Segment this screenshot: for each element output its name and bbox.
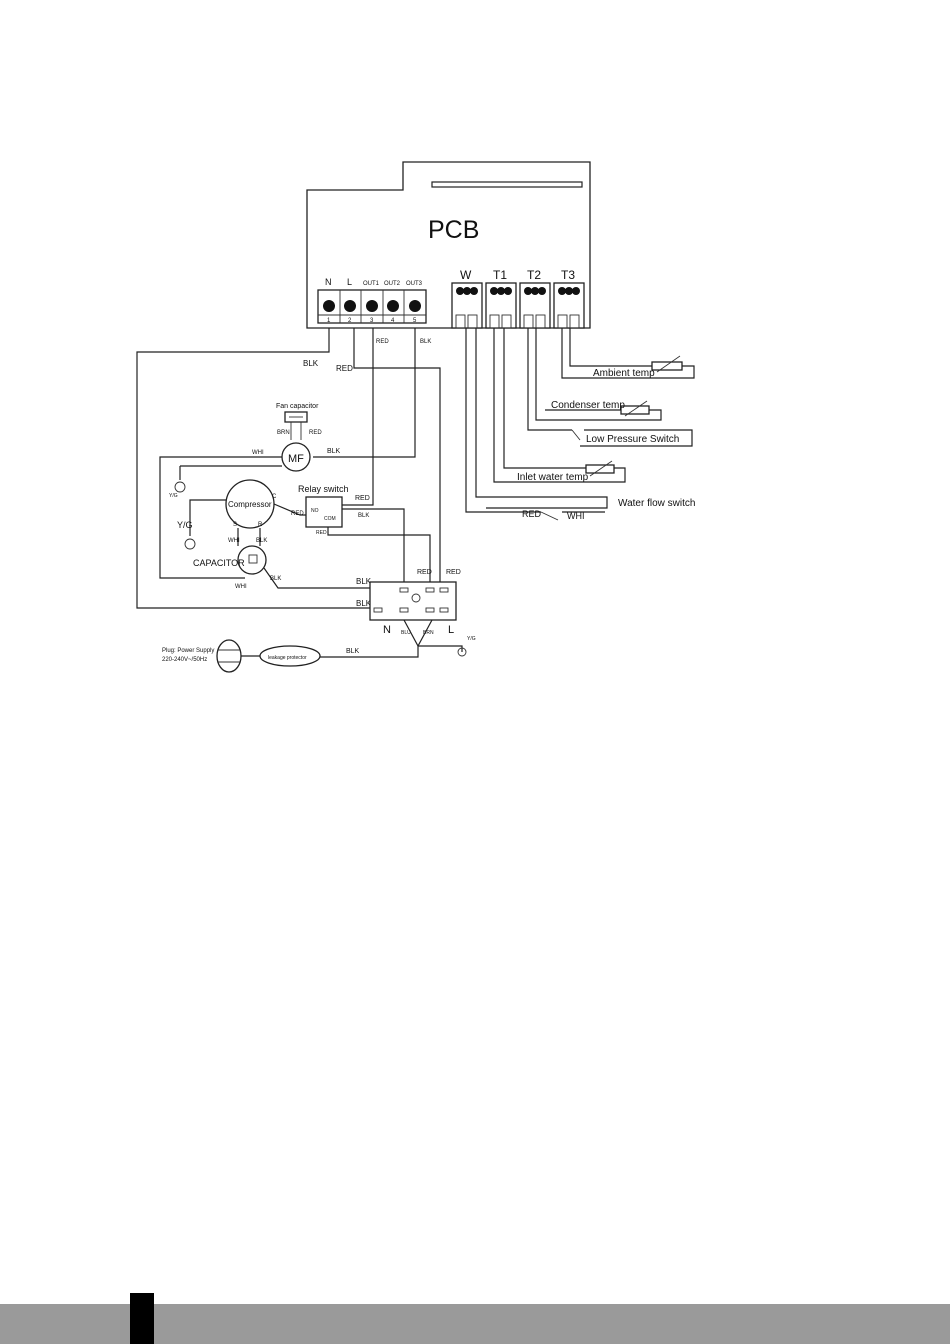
terminal-number: 1 <box>327 318 331 324</box>
water-flow-switch-label: Water flow switch <box>618 498 695 509</box>
wire-label-blk: BLK <box>358 513 369 519</box>
wire-label-blk: BLK <box>346 648 360 655</box>
wire-label-yg: Y/G <box>467 636 476 642</box>
wire-label-blk: BLK <box>256 538 267 544</box>
terminal-label-n: N <box>325 277 332 287</box>
sensor-block-t2: T2 <box>527 268 541 282</box>
wire-label-blk: BLK <box>303 359 319 368</box>
low-pressure-switch-label: Low Pressure Switch <box>586 434 679 445</box>
pcb-power-terminals: N L OUT1 OUT2 OUT3 1 2 3 4 5 <box>317 277 427 324</box>
relay-com-label: COM <box>324 516 336 522</box>
wire-label-red: RED <box>376 339 389 345</box>
wire-label-yg: Y/G <box>169 493 178 499</box>
main-wiring: BLK RED RED RED BLK BLK Fan capacitor BR… <box>136 328 476 673</box>
wire-label-blk: BLK <box>420 339 431 345</box>
footer-bar <box>0 1304 950 1344</box>
plug-label-line1: Plug: Power Supply <box>162 648 214 654</box>
plug-label-line2: 220-240V~/50Hz <box>162 657 207 663</box>
compressor-terminal-s: S <box>233 522 237 528</box>
wire-label-whi: WHI <box>252 450 264 456</box>
pcb-board: PCB <box>306 161 591 329</box>
terminal-label-out1: OUT1 <box>363 281 380 287</box>
terminal-number: 2 <box>348 318 352 324</box>
wire-label-blu: BLU <box>401 630 411 636</box>
wire-label-red: RED <box>446 569 461 576</box>
terminal-number: 3 <box>370 318 374 324</box>
fan-motor-label: MF <box>288 453 304 465</box>
pcb-title: PCB <box>428 216 479 244</box>
leakage-protector-label: leakage protector <box>268 655 307 661</box>
footer-tab <box>130 1293 154 1344</box>
ambient-temp-label: Ambient temp <box>593 368 655 379</box>
wire-label-whi: WHI <box>567 511 585 521</box>
wire-label-red: RED <box>316 530 327 536</box>
terminal-screw <box>387 300 399 312</box>
wire-label-whi: WHI <box>235 584 247 590</box>
wire-label-red: RED <box>417 569 432 576</box>
relay-switch-label: Relay switch <box>298 484 349 494</box>
wire-label-red: RED <box>355 495 370 502</box>
wire-label-red: RED <box>336 364 353 373</box>
wire-label-red: RED <box>291 511 304 517</box>
wire-label-blk: BLK <box>356 577 372 586</box>
terminal-number: 5 <box>413 318 417 324</box>
fan-capacitor-label: Fan capacitor <box>276 403 319 410</box>
sensor-block-t3: T3 <box>561 268 575 282</box>
inlet-water-temp-label: Inlet water temp <box>517 472 589 483</box>
terminal-label-l: L <box>347 277 352 287</box>
wire-label-blk: BLK <box>356 599 372 608</box>
relay-switch <box>305 496 343 528</box>
sensor-wiring: Ambient temp Condenser temp Low Pressure… <box>465 328 695 521</box>
terminal-label-out2: OUT2 <box>384 281 401 287</box>
compressor-capacitor <box>237 545 267 575</box>
sensor-block-t1: T1 <box>493 268 507 282</box>
terminal-screw <box>344 300 356 312</box>
wire-label-blk: BLK <box>327 448 341 455</box>
terminal-screw <box>366 300 378 312</box>
wire-label-whi: WHI <box>228 538 240 544</box>
sensor-block-w: W <box>460 268 472 282</box>
relay-no-label: NO <box>311 508 319 514</box>
ground-icon <box>457 647 467 657</box>
terminal-screw <box>323 300 335 312</box>
terminal-n-label: N <box>383 624 391 636</box>
terminal-l-label: L <box>448 624 454 636</box>
compressor-terminal-c: C <box>272 494 277 500</box>
terminal-screw <box>409 300 421 312</box>
ground-icon <box>174 481 186 493</box>
terminal-label-out3: OUT3 <box>406 281 423 287</box>
ground-icon <box>184 538 196 550</box>
compressor-terminal-r: R <box>258 522 263 528</box>
power-plug <box>216 639 242 673</box>
wire-label-yg: Y/G <box>177 520 193 530</box>
capacitor-label: CAPACITOR <box>193 558 245 568</box>
terminal-number: 4 <box>391 318 395 324</box>
wire-label-red: RED <box>309 430 322 436</box>
compressor-label: Compressor <box>228 500 272 509</box>
wire-label-brn: BRN <box>423 630 434 636</box>
wire-label-blk: BLK <box>270 576 281 582</box>
wire-label-brn: BRN <box>277 430 290 436</box>
wire-label-red: RED <box>522 509 542 519</box>
condenser-temp-label: Condenser temp <box>551 400 625 411</box>
